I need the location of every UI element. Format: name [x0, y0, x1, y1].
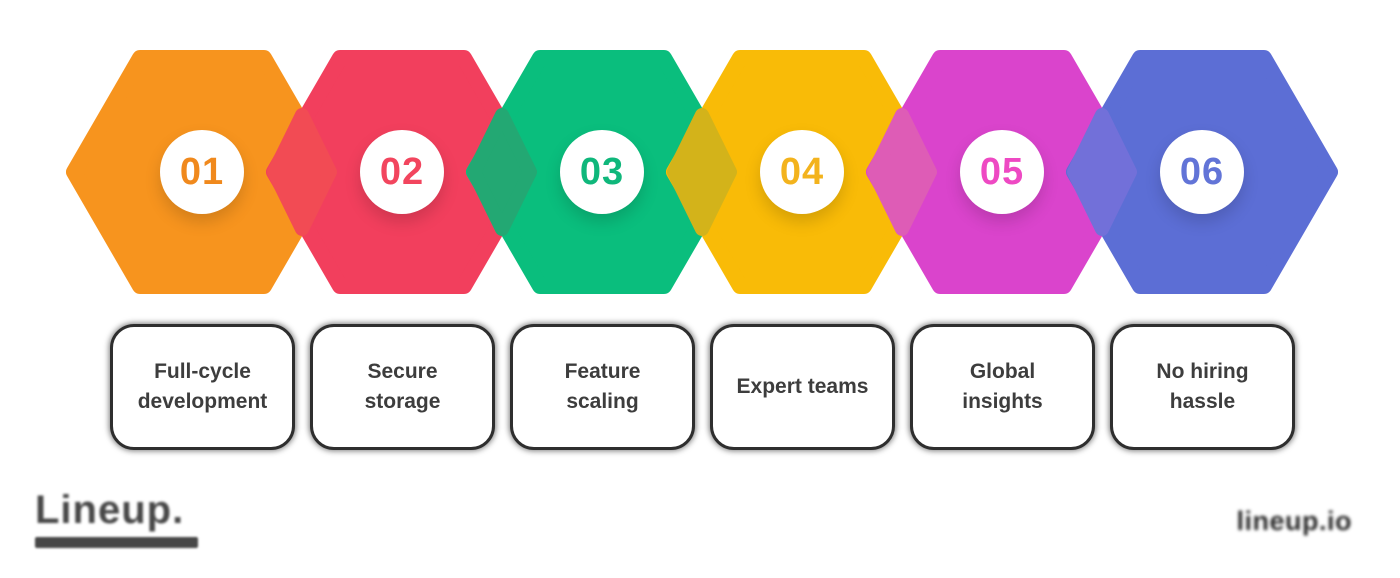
step-label: Full-cycle development: [137, 359, 268, 413]
process-step: 05: [866, 44, 1138, 300]
logo-underline: [35, 537, 198, 548]
step-number-circle: 04: [760, 130, 844, 214]
step-number-circle: 03: [560, 130, 644, 214]
step-number: 02: [379, 150, 425, 193]
step-label: Expert teams: [736, 374, 869, 398]
step-number-circle: 01: [160, 130, 244, 214]
step-number: 06: [1179, 150, 1225, 193]
logo-text: Lineup.: [35, 488, 185, 532]
process-step: 06: [1066, 44, 1338, 300]
step-label-card: Full-cycle development: [110, 324, 295, 450]
overlap-diamond-icon: [266, 107, 338, 237]
step-label: No hiring hassle: [1156, 359, 1249, 413]
step-label: Feature scaling: [564, 359, 641, 413]
step-number-circle: 06: [1160, 130, 1244, 214]
step-label-card: Secure storage: [310, 324, 495, 450]
process-step: 02: [266, 44, 538, 300]
step-number-circle: 05: [960, 130, 1044, 214]
overlap-diamond-icon: [866, 107, 938, 237]
step-number-circle: 02: [360, 130, 444, 214]
step-number: 05: [979, 150, 1025, 193]
overlap-diamond-icon: [1066, 107, 1138, 237]
step-number: 03: [579, 150, 625, 193]
step-label: Secure storage: [364, 359, 441, 413]
step-number: 04: [779, 150, 825, 193]
watermark-text: lineup.io: [1236, 506, 1352, 536]
overlap-diamond-icon: [666, 107, 738, 237]
step-label-card: Expert teams: [710, 324, 895, 450]
step-label-card: Global insights: [910, 324, 1095, 450]
process-step: 03: [466, 44, 738, 300]
step-label: Global insights: [962, 359, 1043, 413]
step-label-card: No hiring hassle: [1110, 324, 1295, 450]
step-label-card: Feature scaling: [510, 324, 695, 450]
process-step: 04: [666, 44, 938, 300]
step-number: 01: [179, 150, 225, 193]
overlap-diamond-icon: [466, 107, 538, 237]
logo: Lineup.: [35, 488, 198, 548]
